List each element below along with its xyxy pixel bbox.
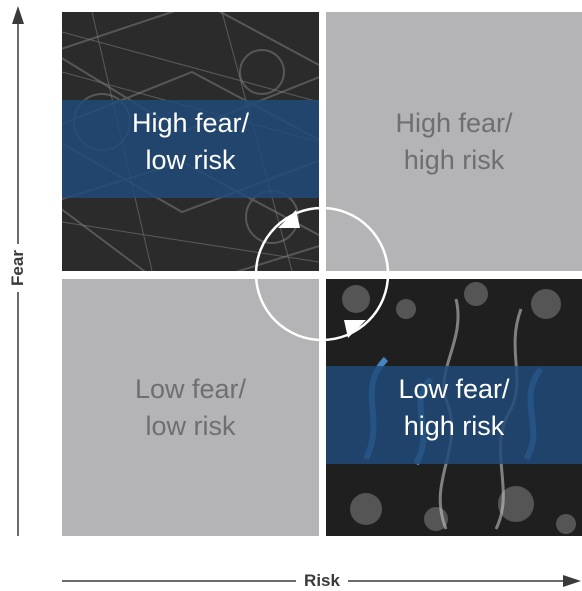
blue-highlight-band <box>326 366 582 465</box>
x-axis-arrowhead <box>563 575 581 587</box>
x-axis-label: Risk <box>296 571 348 591</box>
quadrant-low-fear-low-risk: Low fear/ low risk <box>62 279 319 536</box>
y-axis-arrowhead <box>12 6 24 24</box>
blue-highlight-band <box>62 100 319 199</box>
y-axis-label: Fear <box>8 244 28 292</box>
quadrant-label-bottom-right: Low fear/ high risk <box>398 373 510 441</box>
quadrant-low-fear-high-risk: Low fear/ high risk <box>326 279 582 536</box>
quadrant-label-bottom-left: Low fear/ low risk <box>134 373 247 441</box>
quadrant-high-fear-low-risk: High fear/ low risk <box>62 12 319 271</box>
quadrant-label-top-left: High fear/ low risk <box>131 107 250 175</box>
quadrant-high-fear-high-risk: High fear/ high risk <box>326 12 582 271</box>
quadrant-label-top-right: High fear/ high risk <box>395 107 513 175</box>
